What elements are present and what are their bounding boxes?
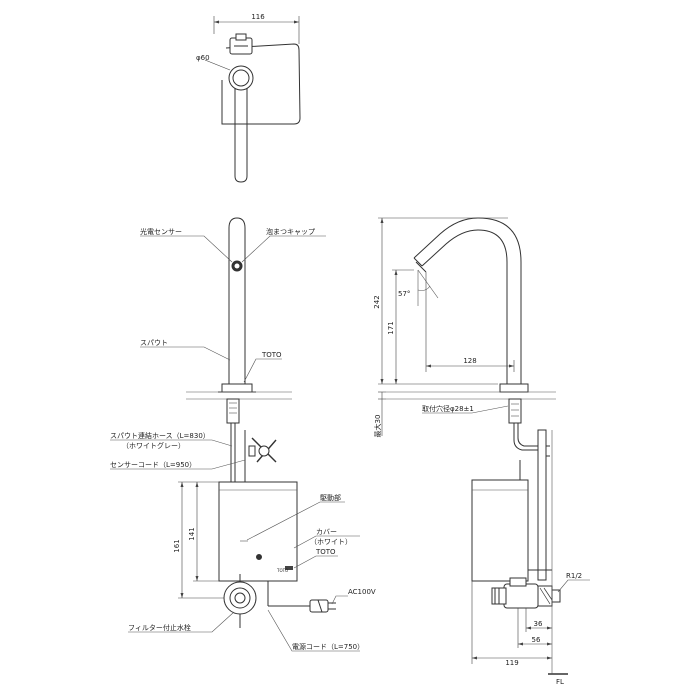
angle-dim: 57° bbox=[398, 290, 410, 298]
cover-label: カバー bbox=[316, 528, 337, 536]
dim-161: 161 bbox=[173, 539, 181, 552]
hose-label: スパウト連結ホース（L=830） bbox=[110, 431, 210, 440]
thread-label: R1/2 bbox=[566, 572, 582, 580]
spout-label: スパウト bbox=[140, 339, 168, 347]
sensor-cord-label: センサーコード（L=950） bbox=[110, 461, 196, 469]
dim-36: 36 bbox=[534, 620, 543, 628]
ac-label: AC100V bbox=[348, 588, 376, 596]
top-diameter-dim: φ60 bbox=[196, 54, 210, 62]
sensor-label: 光電センサー bbox=[140, 227, 182, 236]
box-mark: TOTO bbox=[276, 568, 288, 573]
filter-valve-label: フィルター付止水栓 bbox=[128, 623, 191, 632]
floor-label: FL bbox=[556, 678, 564, 686]
dim-141: 141 bbox=[188, 527, 196, 540]
dim-171: 171 bbox=[387, 321, 395, 334]
power-cord-label: 電源コード（L=750） bbox=[292, 642, 364, 651]
hole-label: 取付穴径φ28±1 bbox=[422, 404, 474, 413]
side-view: 57° bbox=[373, 217, 590, 686]
cover-color-label: （ホワイト） bbox=[310, 538, 352, 546]
cap-label: 泡まつキャップ bbox=[266, 227, 315, 236]
dim-119: 119 bbox=[505, 659, 518, 667]
max-thickness-label: 最大30 bbox=[373, 415, 382, 438]
dim-56: 56 bbox=[532, 636, 541, 644]
top-width-dim: 116 bbox=[251, 13, 265, 21]
hose-color-label: （ホワイトグレー） bbox=[122, 441, 185, 450]
front-view: 161 141 光電センサー 泡まつキャップ スパウト TOTO スパウト連結ホ… bbox=[110, 217, 376, 652]
brand-label: TOTO bbox=[261, 351, 282, 359]
dim-128: 128 bbox=[463, 357, 476, 365]
top-view: 116 φ60 bbox=[196, 13, 301, 183]
box-brand-label: TOTO bbox=[315, 548, 336, 556]
dim-242: 242 bbox=[373, 295, 381, 308]
drive-label: 駆動部 bbox=[320, 493, 341, 502]
